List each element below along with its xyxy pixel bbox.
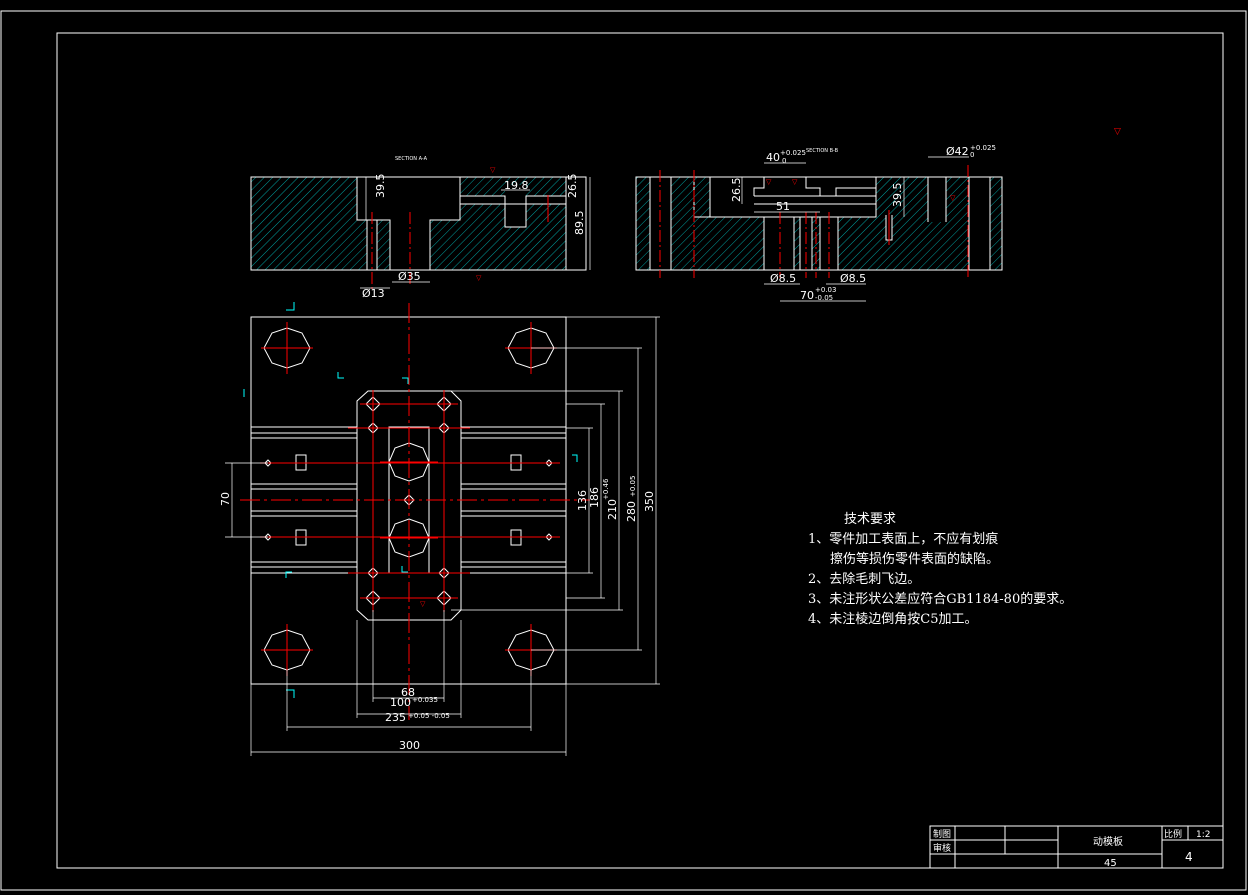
roughness-mark: ▽ [950, 194, 956, 202]
plan-view: 70 136 186 210 +0.46 280 +0.05 350 68 10… [219, 302, 660, 756]
roughness-mark: ▽ [476, 274, 482, 282]
roughness-mark: ▽ [766, 178, 772, 186]
roughness-mark: ▽ [1114, 127, 1121, 137]
technical-requirements: 技术要求 1、零件加工表面上，不应有划痕 擦伤等损伤零件表面的缺陷。 2、去除毛… [808, 510, 1072, 630]
notes-title: 技术要求 [844, 512, 897, 527]
dim-d8-5-a: Ø8.5 [770, 272, 796, 285]
title-scale: 1:2 [1196, 830, 1210, 840]
dim-210-tol: +0.46 [602, 478, 610, 500]
title-block [929, 825, 1224, 869]
dim-100-tol: +0.035 [412, 696, 438, 704]
dim-100: 100 [390, 696, 411, 709]
title-sheet: 4 [1185, 850, 1193, 864]
note-2: 2、去除毛刺飞边。 [808, 572, 921, 587]
dim-19-8: 19.8 [504, 179, 529, 192]
note-1a: 1、零件加工表面上，不应有划痕 [808, 532, 999, 547]
dim-210: 210 [606, 499, 619, 520]
note-4: 4、未注棱边倒角按C5加工。 [808, 612, 978, 627]
title-checked-label: 审核 [933, 842, 951, 854]
dim-39-5-a: 39.5 [374, 174, 387, 199]
dim-d42-tol: +0.025 [970, 144, 996, 152]
dim-70: 70 [219, 492, 232, 506]
dim-89-5: 89.5 [573, 211, 586, 236]
dim-70b-tol2: -0.05 [815, 294, 833, 302]
dim-136: 136 [576, 490, 589, 511]
title-scale-label: 比例 [1164, 828, 1182, 840]
dim-d42: Ø42 [946, 145, 969, 158]
dim-70b-tol: +0.03 [815, 286, 836, 294]
dim-70b: 70 [800, 289, 814, 302]
dim-235-tol: +0.05 -0.05 [408, 712, 450, 720]
section-label-left: SECTION A-A [395, 156, 428, 162]
inner-frame [56, 32, 1224, 869]
dim-40-tol: +0.025 [780, 149, 806, 157]
dim-26-5-a: 26.5 [566, 174, 579, 199]
dim-186: 186 [588, 487, 601, 508]
dim-d42-tol2: 0 [970, 151, 974, 159]
title-part-name: 动模板 [1093, 835, 1123, 848]
dim-68: 68 [401, 686, 415, 699]
dim-d13: Ø13 [362, 287, 385, 300]
outer-border [0, 10, 1247, 891]
dim-39-5-b: 39.5 [891, 183, 904, 208]
dim-300: 300 [399, 739, 420, 752]
roughness-mark: ▽ [792, 178, 798, 186]
note-3: 3、未注形状公差应符合GB1184-80的要求。 [808, 592, 1073, 607]
dim-51: 51 [776, 200, 790, 213]
right-section-view: 40 +0.025 0 SECTION B-B Ø42 +0.025 0 26.… [635, 127, 1121, 302]
dim-280-tol: +0.05 [629, 476, 637, 497]
title-drawn-label: 制图 [933, 828, 951, 840]
title-material: 45 [1104, 858, 1117, 869]
section-label-right: SECTION B-B [806, 148, 839, 154]
dim-40: 40 [766, 151, 780, 164]
dim-235: 235 [385, 711, 406, 724]
left-section-view: 39.5 19.8 26.5 89.5 Ø35 Ø13 SECTION A-A … [250, 156, 591, 300]
dim-26-5-b: 26.5 [730, 178, 743, 203]
note-1b: 擦伤等损伤零件表面的缺陷。 [830, 552, 1000, 567]
roughness-mark: ▽ [420, 600, 426, 608]
dim-d35: Ø35 [398, 270, 421, 283]
dim-280: 280 [625, 501, 638, 522]
dim-40-tol2: 0 [782, 157, 786, 165]
dim-d8-5-b: Ø8.5 [840, 272, 866, 285]
dim-350: 350 [643, 491, 656, 512]
roughness-mark: ▽ [490, 166, 496, 174]
